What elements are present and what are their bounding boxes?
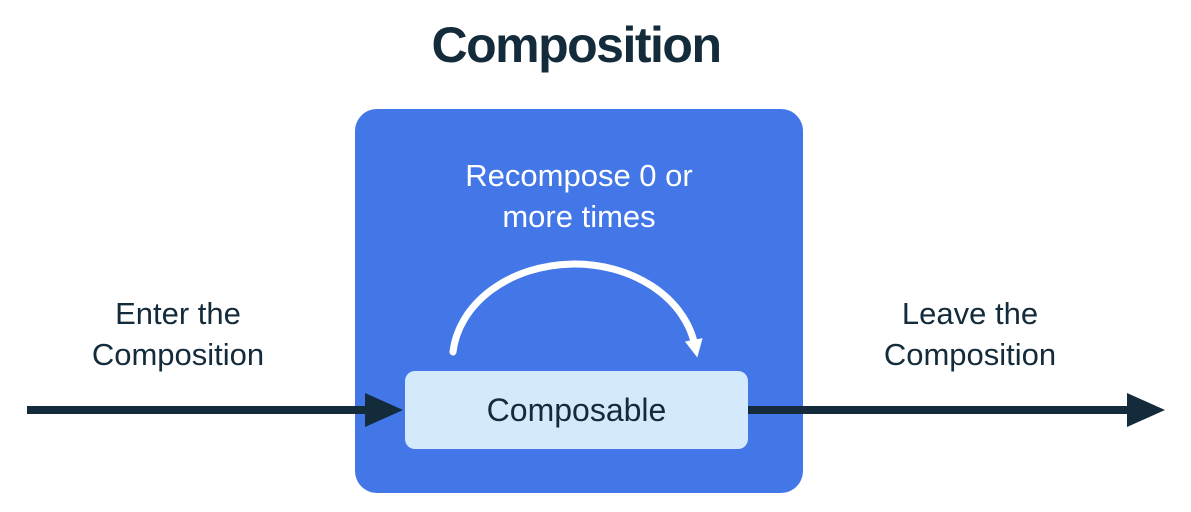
leave-arrow-icon: [748, 393, 1165, 427]
diagram-title: Composition: [431, 17, 722, 73]
composition-box: Recompose 0 or more times Composable: [355, 109, 803, 493]
enter-composition-label: Enter the Composition: [28, 293, 328, 375]
composable-label: Composable: [486, 391, 667, 428]
enter-arrow-icon: [27, 393, 403, 427]
composable-box: Composable: [405, 371, 748, 449]
recompose-label-line2: more times: [502, 199, 656, 234]
recompose-label: Recompose 0 or more times: [355, 155, 803, 237]
leave-label-line1: Leave the: [901, 296, 1039, 331]
recompose-label-line1: Recompose 0 or: [465, 158, 693, 193]
leave-composition-label: Leave the Composition: [820, 293, 1120, 375]
enter-label-line1: Enter the: [115, 296, 241, 331]
leave-label-line2: Composition: [883, 337, 1057, 372]
enter-label-line2: Composition: [91, 337, 265, 372]
